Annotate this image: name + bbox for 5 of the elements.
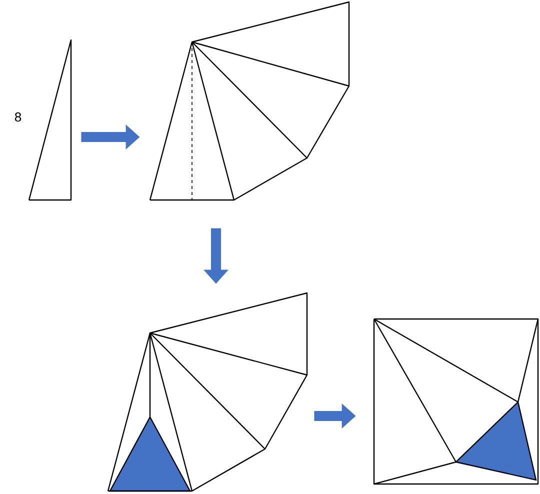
- fan-drawing: [107, 292, 308, 492]
- fan-drawing: [149, 1, 350, 201]
- triangle-drawing: [28, 39, 72, 201]
- square-drawing: [373, 318, 539, 485]
- dimension-label: 8: [14, 112, 22, 122]
